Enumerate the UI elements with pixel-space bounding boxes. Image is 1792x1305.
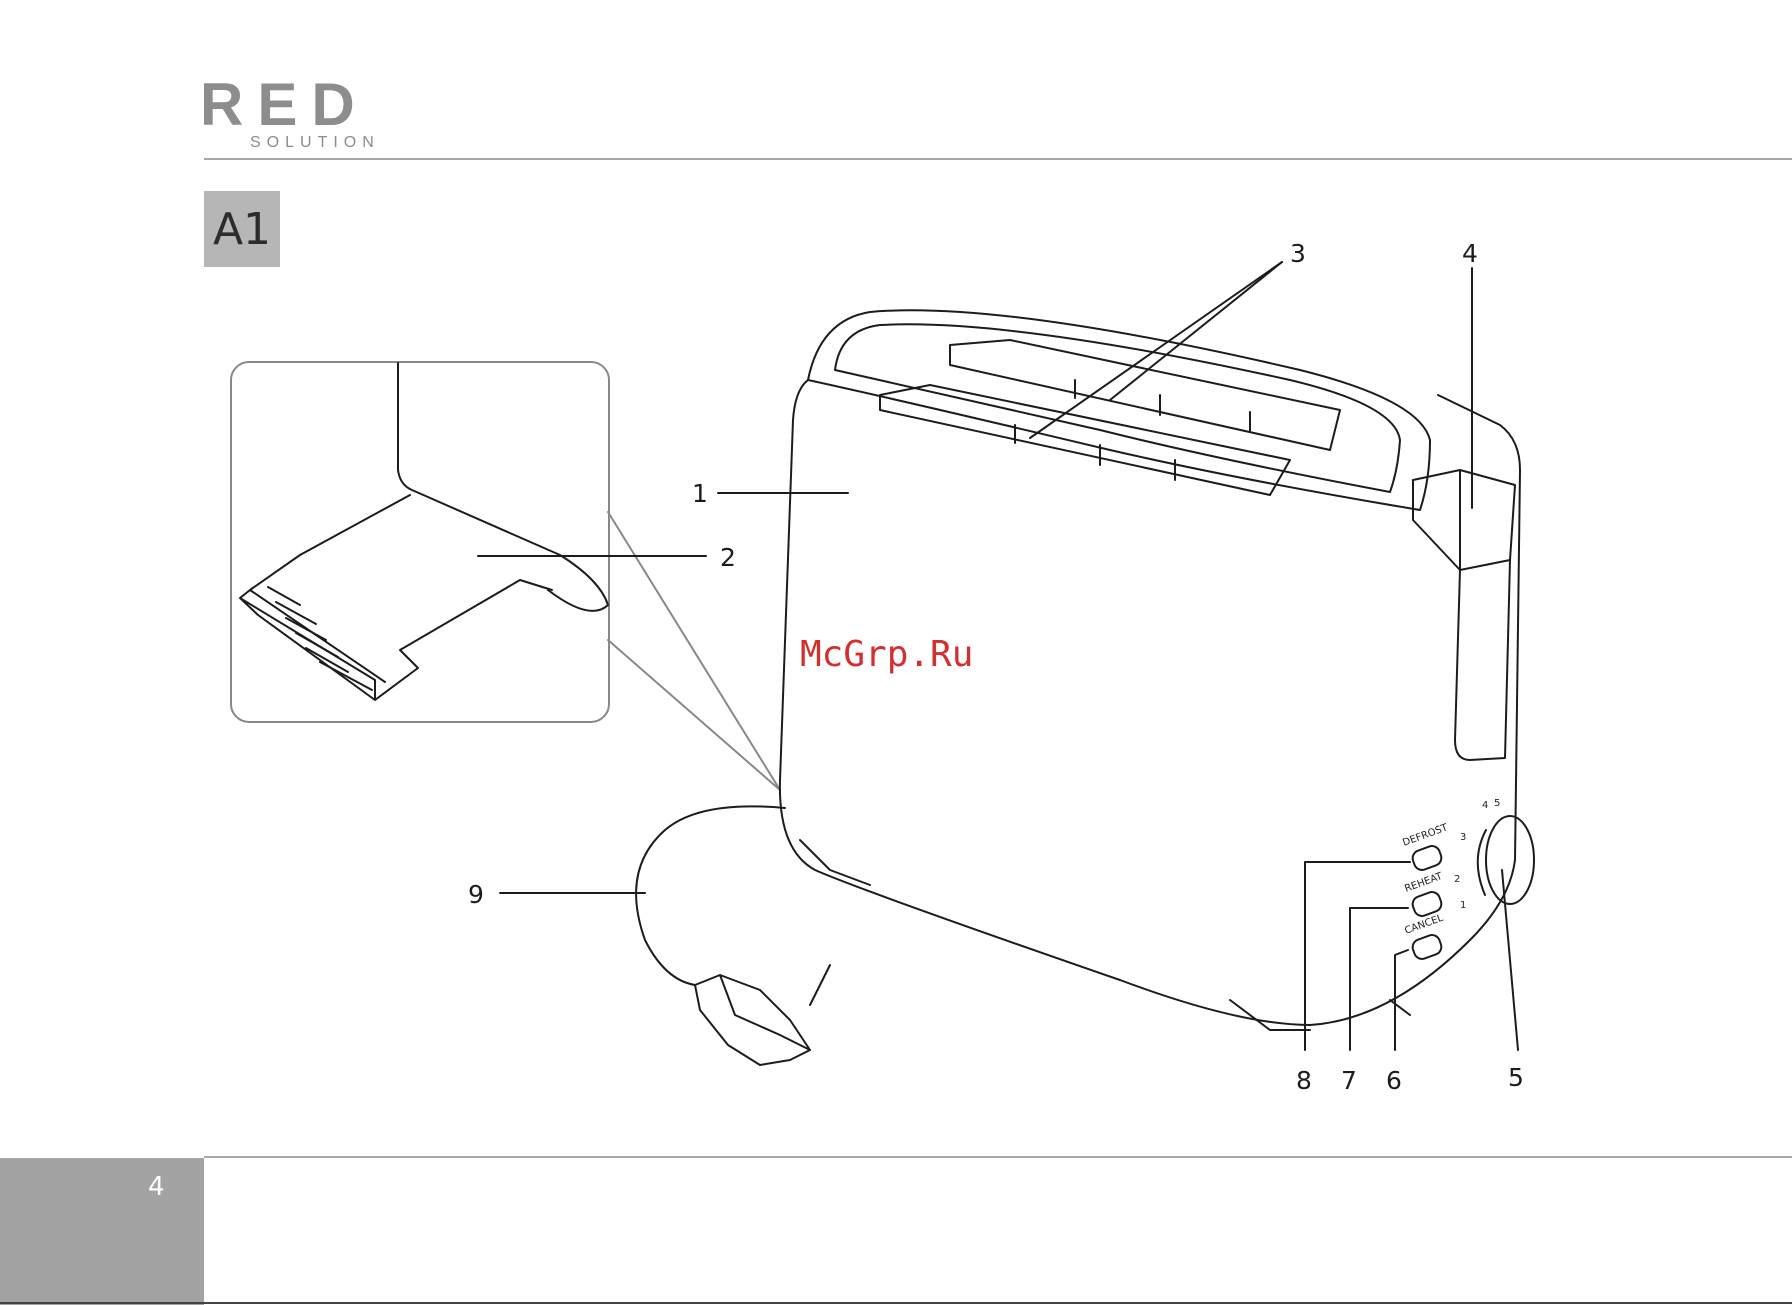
defrost-label: DEFROST: [1401, 822, 1450, 849]
inset-leader-bottom: [608, 640, 780, 790]
bottom-divider: [0, 1302, 1792, 1304]
callout-8: 8: [1296, 1066, 1312, 1095]
browning-dial: [1486, 816, 1534, 904]
inset-frame: [231, 362, 609, 722]
callout-5: 5: [1508, 1063, 1524, 1092]
toaster-lever-channel: [1455, 560, 1510, 760]
callout-2: 2: [720, 543, 736, 572]
footer-divider: [204, 1156, 1792, 1158]
toaster-slot-front: [880, 385, 1290, 495]
toaster-base: [800, 840, 1410, 1030]
watermark: McGrp.Ru: [800, 634, 973, 675]
cancel-button: [1410, 933, 1443, 961]
toaster-top-inner: [835, 324, 1400, 492]
browning-dial-side: [1478, 830, 1486, 895]
dial-mark-5: 5: [1494, 798, 1500, 809]
dial-mark-3: 3: [1460, 832, 1466, 843]
leader-6: [1395, 950, 1408, 1050]
toaster-lever: [1413, 470, 1515, 570]
callout-9: 9: [468, 880, 484, 909]
defrost-button: [1410, 844, 1443, 872]
callout-1: 1: [692, 479, 708, 508]
dial-mark-2: 2: [1454, 874, 1460, 885]
footer-block: [0, 1158, 204, 1305]
leader-7: [1350, 908, 1408, 1050]
leader-5: [1502, 870, 1518, 1050]
inset-toaster-side: [398, 363, 608, 611]
reheat-label: REHEAT: [1403, 871, 1445, 895]
callout-7: 7: [1341, 1066, 1357, 1095]
power-cord: [636, 806, 785, 985]
inset-leader-top: [608, 512, 780, 790]
power-plug: [695, 975, 810, 1065]
callout-6: 6: [1386, 1066, 1402, 1095]
plug-pin: [810, 965, 830, 1005]
dial-mark-4: 4: [1482, 800, 1488, 811]
page-number: 4: [148, 1172, 165, 1202]
dial-mark-1: 1: [1460, 900, 1466, 911]
callout-3: 3: [1290, 239, 1306, 268]
callout-4: 4: [1462, 239, 1478, 268]
